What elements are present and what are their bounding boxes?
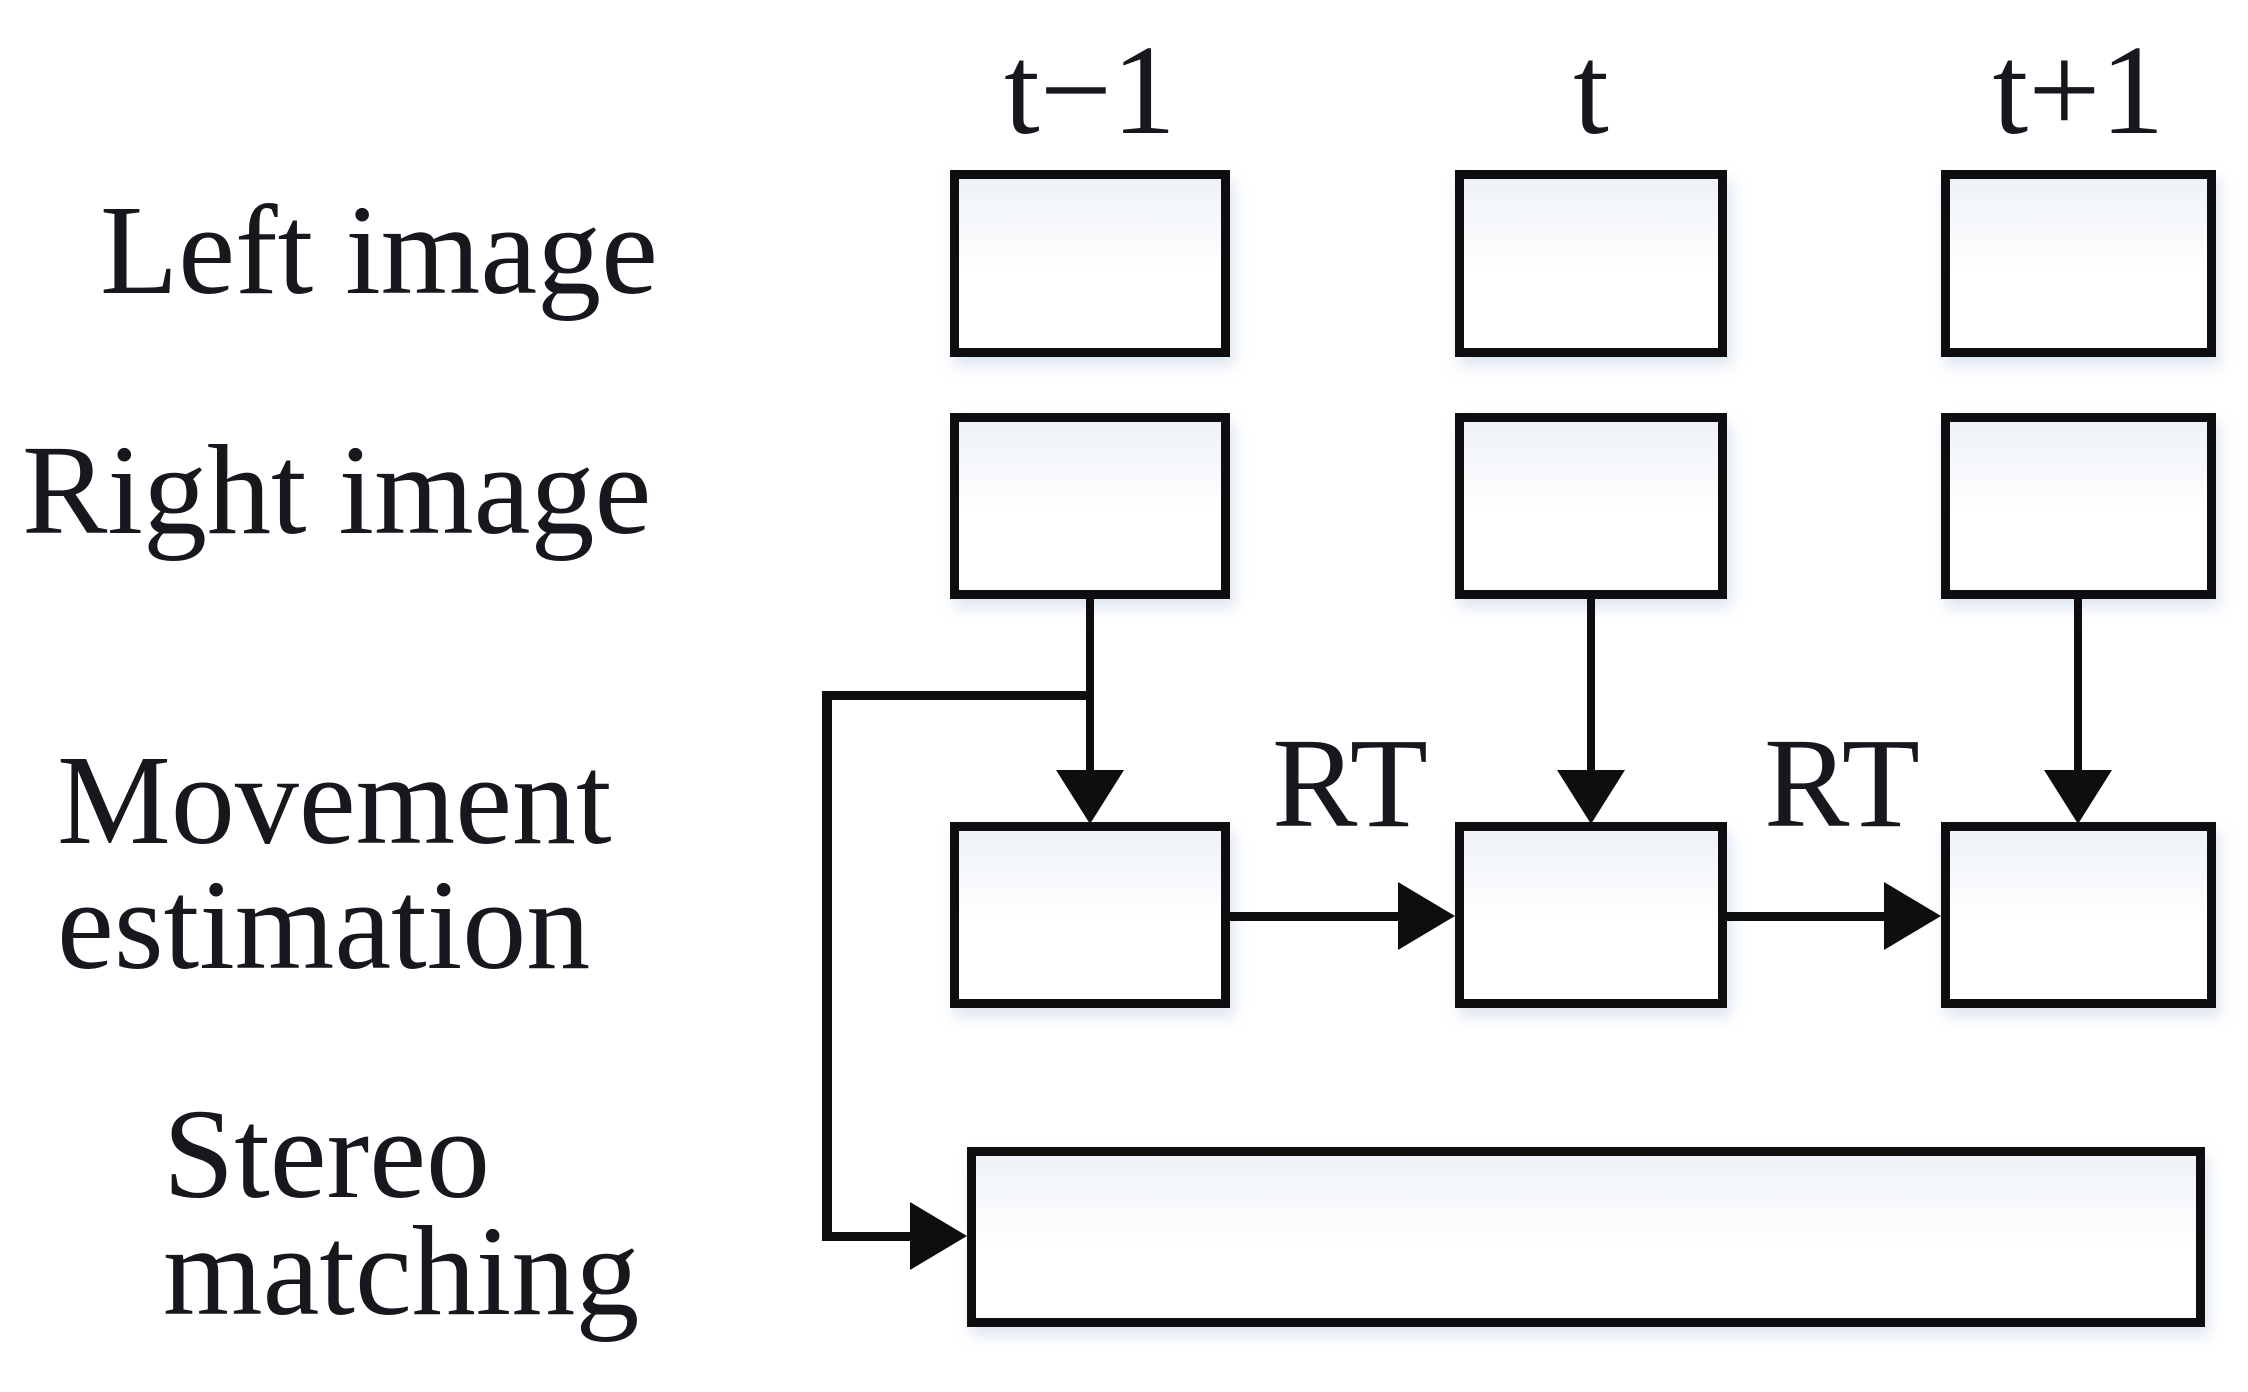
row-label-movement-estimation: Movement estimation <box>57 729 612 996</box>
box-right-image-t-minus-1 <box>950 413 1230 599</box>
edge-label-rt-2: RT <box>1764 712 1920 854</box>
arrowhead-right-movement-t <box>1398 882 1455 950</box>
box-movement-t-minus-1 <box>950 822 1230 1008</box>
arrow-line-right-to-movement-t-minus-1 <box>1086 599 1094 775</box>
row-label-stereo-matching: Stereo matching <box>163 1083 640 1342</box>
box-movement-t-plus-1 <box>1941 822 2216 1008</box>
arrowhead-down-t-plus-1 <box>2044 770 2112 824</box>
arrowhead-right-stereo-matching <box>910 1202 967 1270</box>
arrow-line-movement-t-minus-1-to-t <box>1230 912 1402 921</box>
row-label-stereo-line1: Stereo <box>163 1083 490 1225</box>
arrow-line-right-to-movement-t-plus-1 <box>2074 599 2082 775</box>
row-label-stereo-line2: matching <box>163 1200 640 1342</box>
row-label-right-image: Right image <box>22 419 652 561</box>
box-movement-t <box>1455 822 1727 1008</box>
branch-line-vertical <box>822 691 832 1241</box>
box-right-image-t-plus-1 <box>1941 413 2216 599</box>
branch-line-horizontal-top <box>822 691 1094 700</box>
arrow-line-movement-t-to-t-plus-1 <box>1727 912 1887 921</box>
box-left-image-t <box>1455 170 1727 357</box>
arrowhead-down-t-minus-1 <box>1056 770 1124 824</box>
column-header-t: t <box>1573 19 1609 161</box>
box-right-image-t <box>1455 413 1727 599</box>
arrowhead-right-movement-t-plus-1 <box>1884 882 1941 950</box>
edge-label-rt-1: RT <box>1272 712 1428 854</box>
row-label-movement-line2: estimation <box>57 854 591 996</box>
branch-line-horizontal-bottom <box>822 1232 912 1241</box>
column-header-t-minus-1: t−1 <box>1004 19 1176 161</box>
row-label-movement-line1: Movement <box>57 729 612 871</box>
box-stereo-matching <box>967 1147 2205 1327</box>
arrowhead-down-t <box>1557 770 1625 824</box>
box-left-image-t-minus-1 <box>950 170 1230 357</box>
arrow-line-right-to-movement-t <box>1587 599 1595 775</box>
box-left-image-t-plus-1 <box>1941 170 2216 357</box>
column-header-t-plus-1: t+1 <box>1992 19 2165 161</box>
row-label-left-image: Left image <box>100 179 658 321</box>
